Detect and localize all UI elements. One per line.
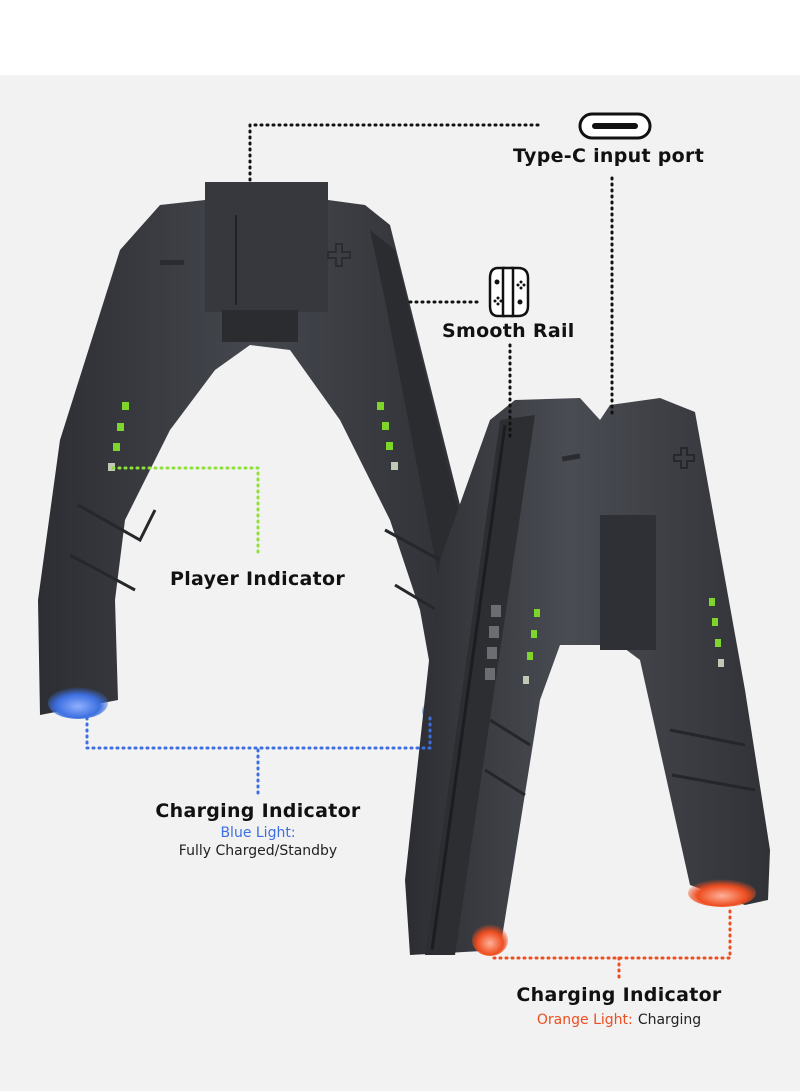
player-led bbox=[709, 598, 715, 606]
player-led bbox=[718, 659, 724, 667]
plus-mark-icon bbox=[327, 243, 351, 267]
back-charging-grip bbox=[38, 182, 470, 722]
charging-indicator-title: Charging Indicator bbox=[155, 800, 361, 822]
blue-charging-light bbox=[48, 687, 108, 719]
rail-slot bbox=[425, 415, 535, 955]
orange-charging-leader-line bbox=[492, 908, 732, 960]
blue-charging-callout: Charging Indicator Blue Light: Fully Cha… bbox=[128, 800, 388, 859]
player-led bbox=[527, 652, 533, 660]
grip-hub-base bbox=[222, 310, 298, 342]
player-led bbox=[108, 463, 115, 471]
player-led bbox=[382, 422, 389, 430]
orange-charging-light bbox=[472, 924, 508, 956]
type-c-leader-line bbox=[248, 123, 614, 417]
type-c-port-label: Type-C input port bbox=[513, 145, 705, 167]
blue-charging-leader-line bbox=[85, 716, 432, 750]
player-led bbox=[386, 442, 393, 450]
joy-con-controller-icon bbox=[488, 266, 530, 318]
player-led bbox=[117, 423, 124, 431]
smooth-rail-label: Smooth Rail bbox=[442, 320, 575, 342]
orange-charging-callout: Charging Indicator Orange Light: Chargin… bbox=[489, 984, 749, 1028]
blue-light-state: Fully Charged/Standby bbox=[178, 843, 338, 859]
player-led bbox=[377, 402, 384, 410]
player-indicator-leader-line bbox=[111, 466, 260, 557]
usb-c-port-icon bbox=[578, 112, 652, 140]
orange-light-line: Orange Light: Charging bbox=[489, 1009, 749, 1028]
charging-indicator-title: Charging Indicator bbox=[516, 984, 722, 1006]
orange-light-label: Orange Light: bbox=[536, 1012, 633, 1028]
player-led bbox=[712, 618, 718, 626]
player-led bbox=[113, 443, 120, 451]
player-led bbox=[715, 639, 721, 647]
player-led bbox=[523, 676, 529, 684]
player-led bbox=[122, 402, 129, 410]
front-charging-grip bbox=[405, 398, 770, 956]
player-indicator-label: Player Indicator bbox=[170, 568, 346, 590]
player-led bbox=[531, 630, 537, 638]
grip-hub bbox=[600, 515, 656, 650]
player-led bbox=[534, 609, 540, 617]
minus-mark-icon bbox=[160, 260, 184, 265]
orange-light-state: Charging bbox=[637, 1012, 702, 1028]
orange-charging-light bbox=[688, 879, 756, 907]
grip-hub bbox=[205, 182, 328, 312]
player-led bbox=[391, 462, 398, 470]
minus-mark-icon bbox=[561, 453, 581, 462]
blue-light-label: Blue Light: bbox=[220, 825, 296, 841]
plus-mark-icon bbox=[673, 447, 695, 469]
